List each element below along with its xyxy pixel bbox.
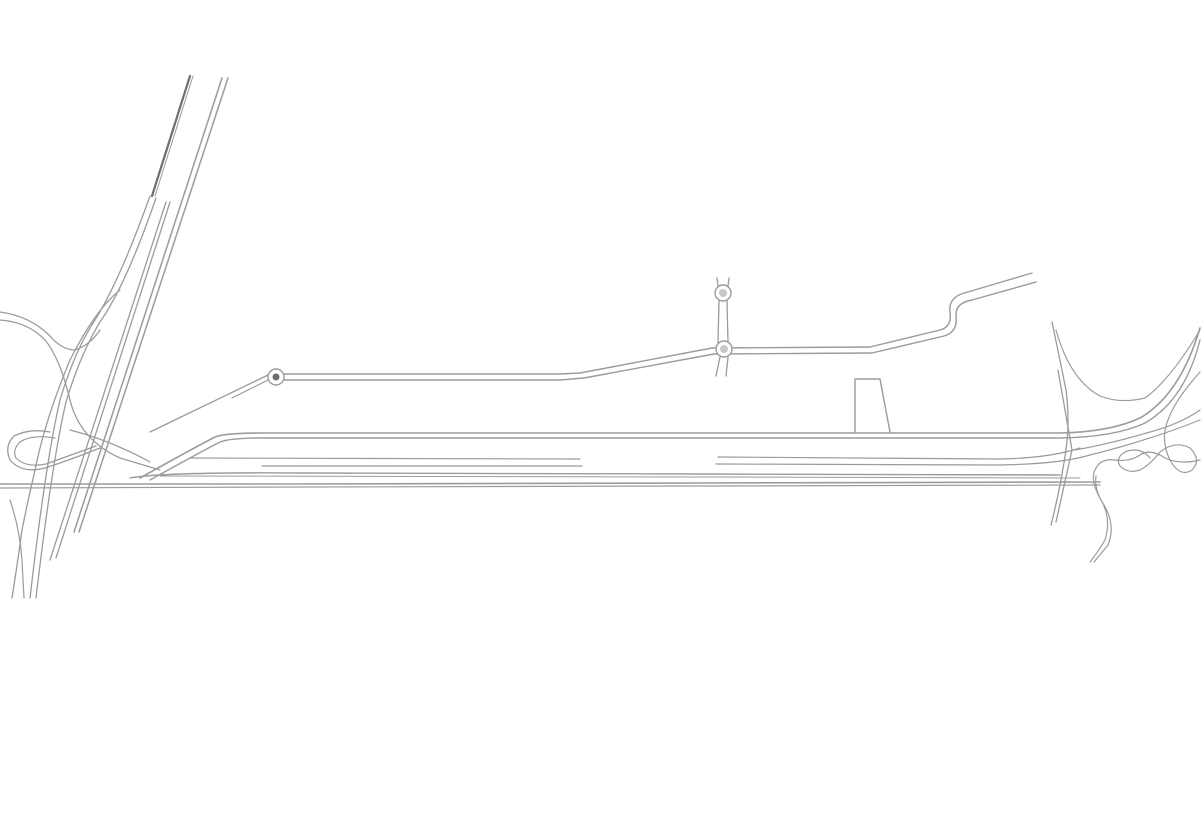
local-road-north-spur-b	[726, 277, 730, 344]
diagonal-curve-2	[35, 197, 157, 599]
east-ramp-1	[1055, 329, 1201, 402]
local-road-south-spur-a	[715, 356, 721, 377]
highway-service-lane	[159, 475, 1081, 479]
local-road-west-spur	[149, 374, 269, 433]
west-diagonals	[29, 74, 229, 599]
collector-road	[139, 327, 1201, 481]
highway-carriageway-south-inner	[0, 484, 1101, 489]
highway-carriageway-south-outer	[0, 481, 1101, 485]
interchange-ramp-1	[0, 311, 101, 351]
east-ramp-3	[1089, 451, 1201, 563]
roundabout-north-island	[719, 289, 727, 297]
diagonal-road-2	[73, 77, 223, 533]
local-road-north-spur-a	[716, 277, 720, 344]
interchange-ramp-5	[69, 429, 151, 463]
main-highway	[0, 472, 1101, 489]
east-ramp-2	[1117, 371, 1201, 473]
local-road-west-spur-2	[231, 379, 269, 399]
local-road-south-spur-b	[725, 356, 729, 377]
east-crossroad-1	[1050, 321, 1069, 526]
collector-road-north	[139, 327, 1201, 479]
interchange-ramp-3	[11, 289, 121, 599]
roundabout-west-island	[272, 373, 280, 381]
diagonal-road-1b	[154, 75, 194, 197]
roundabout-center-island	[720, 345, 728, 353]
collector-inner-lane-1	[189, 457, 581, 460]
interchange-loop	[7, 430, 101, 471]
east-connector	[1074, 409, 1201, 451]
east-interchange	[1050, 321, 1201, 563]
interchange-ramp-2	[0, 319, 161, 471]
diagonal-curve-1	[29, 195, 151, 599]
collector-road-south	[149, 339, 1201, 481]
diagonal-road-4	[49, 201, 167, 561]
diagonal-road-3	[78, 77, 229, 533]
west-interchange	[0, 289, 161, 599]
access-loop	[854, 378, 891, 433]
collector-inner-lane-4	[715, 419, 1201, 466]
highway-carriageway-north	[129, 472, 1061, 479]
upper-local-road	[149, 272, 1037, 433]
east-ramp-4	[1093, 475, 1112, 563]
diagonal-road-1	[150, 74, 192, 198]
roundabouts	[267, 284, 733, 386]
east-crossroad-2	[1055, 369, 1073, 523]
interchange-loop-inner	[14, 436, 97, 466]
collector-inner-lane-3	[717, 447, 1081, 460]
local-road-south	[283, 281, 1037, 381]
diagonal-road-5	[55, 201, 171, 559]
interchange-ramp-4	[9, 499, 25, 599]
local-road-north	[283, 272, 1033, 375]
